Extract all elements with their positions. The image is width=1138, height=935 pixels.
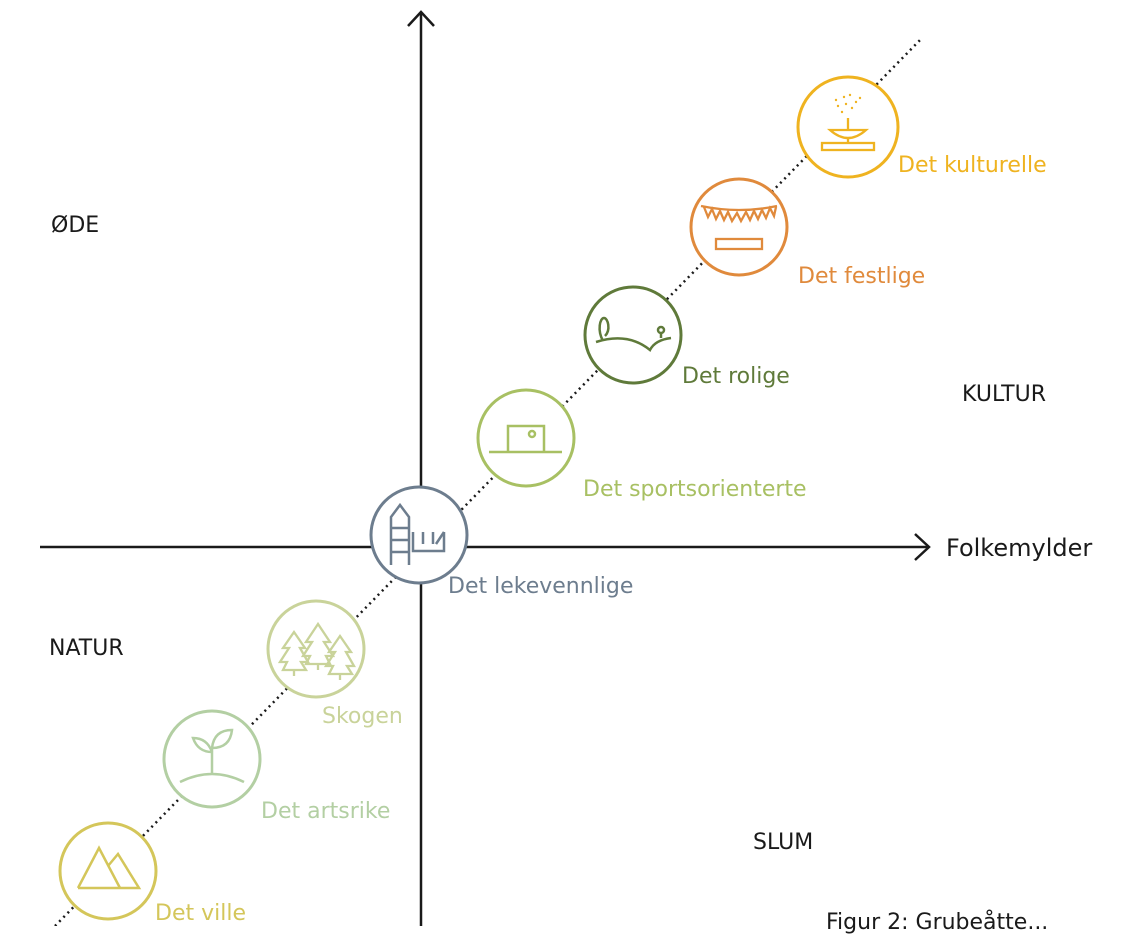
fountain-spray-dots <box>834 93 862 114</box>
hill-icon <box>595 316 672 352</box>
node-label-festlige: Det festlige <box>798 264 926 289</box>
node-label-ville: Det ville <box>155 901 246 926</box>
node-rolige-circle <box>583 285 683 385</box>
forest-icon <box>277 621 356 680</box>
node-artsrike <box>162 709 262 809</box>
node-festlige-circle <box>689 177 789 277</box>
node-label-rolige: Det rolige <box>682 364 790 389</box>
node-ville-circle <box>58 821 158 921</box>
fountain-icon <box>820 118 876 152</box>
sprout-icon <box>179 728 245 784</box>
node-sportsorienterte-circle <box>476 388 576 488</box>
node-lekevennlige-circle <box>369 485 469 585</box>
x-axis-label: Folkemylder <box>946 534 1093 562</box>
vertical-axis-arrowhead <box>407 10 435 27</box>
node-label-artsrike: Det artsrike <box>261 799 391 824</box>
quadrant-label-kultur: KULTUR <box>962 382 1046 407</box>
quadrant-label-slum: SLUM <box>753 830 814 855</box>
node-label-skogen: Skogen <box>322 704 403 729</box>
sports-field-icon <box>489 424 562 454</box>
playground-icon <box>389 502 446 565</box>
node-label-sportsorienterte: Det sportsorienterte <box>583 477 807 502</box>
node-festlige <box>689 177 789 277</box>
node-sportsorienterte <box>476 388 576 488</box>
horizontal-axis-arrowhead <box>914 533 931 561</box>
node-lekevennlige <box>369 485 469 585</box>
node-label-kulturelle: Det kulturelle <box>898 153 1047 178</box>
mountain-icon <box>76 845 142 890</box>
quadrant-label-natur: NATUR <box>49 636 124 661</box>
node-skogen <box>266 599 366 699</box>
node-ville <box>58 821 158 921</box>
node-rolige <box>583 285 683 385</box>
figure-caption: Figur 2: Grubeåtte... <box>826 910 1049 935</box>
node-kulturelle <box>796 75 900 179</box>
node-label-lekevennlige: Det lekevennlige <box>448 574 634 599</box>
bunting-icon <box>700 204 778 251</box>
quadrant-label-ode: ØDE <box>51 213 100 238</box>
